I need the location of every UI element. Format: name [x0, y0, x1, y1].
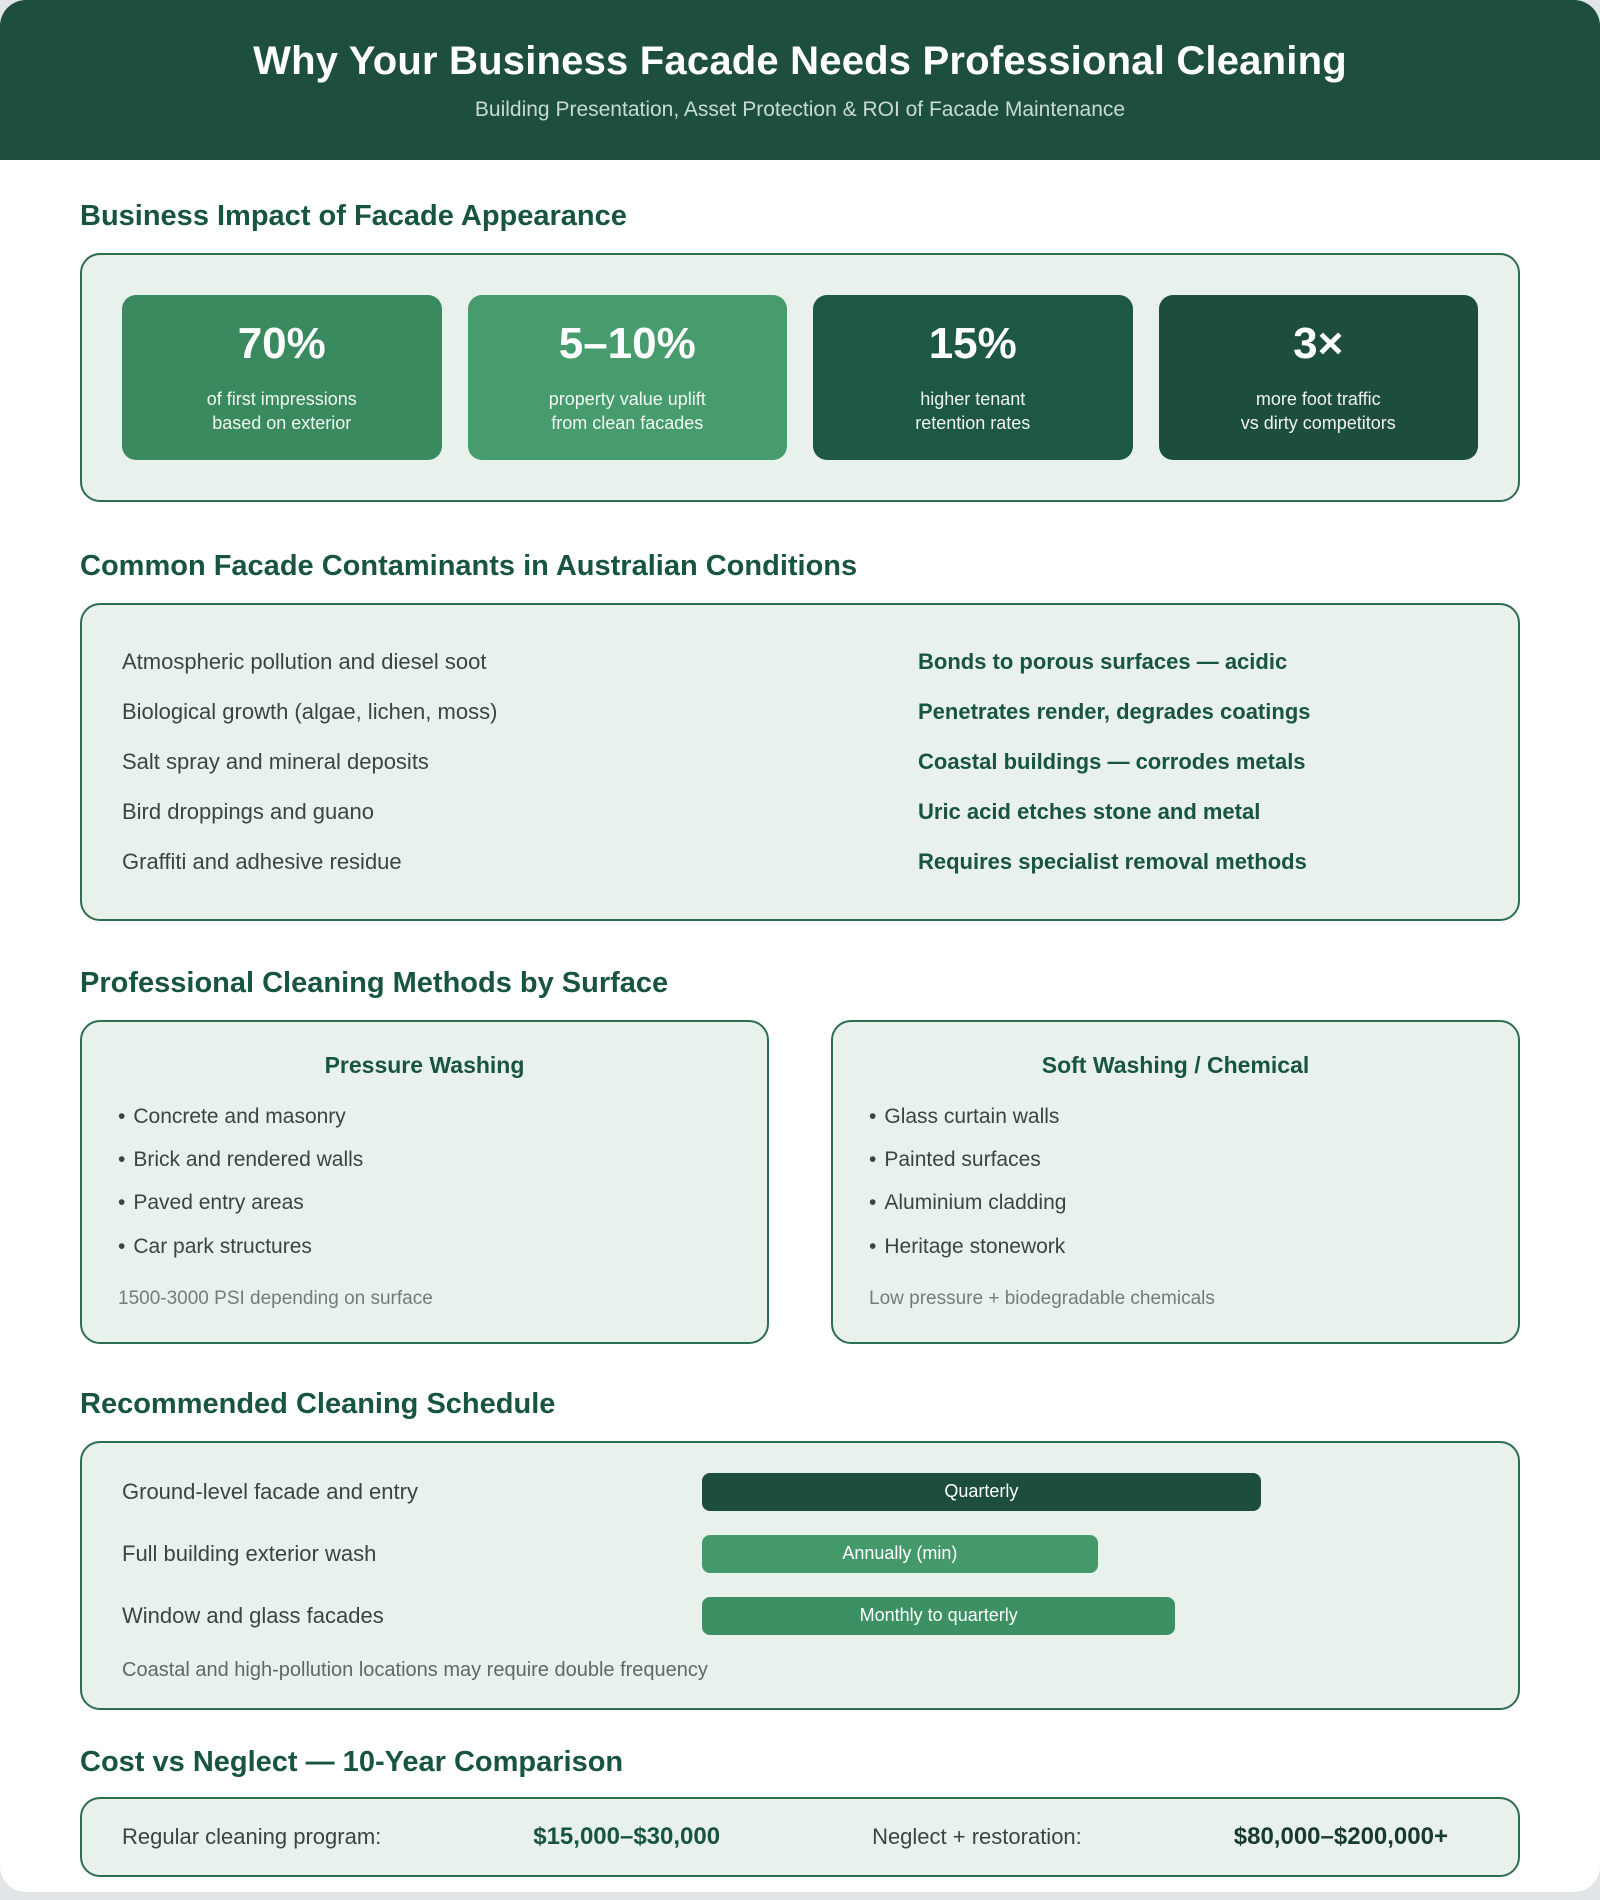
- stat-card-tenant-retention: 15% higher tenant retention rates: [813, 295, 1133, 460]
- method-item-text: Heritage stonework: [884, 1234, 1066, 1258]
- cost-neglect-label: Neglect + restoration:: [872, 1823, 1082, 1849]
- bullet-glyph: •: [118, 1104, 126, 1128]
- schedule-bar-monthly: Monthly to quarterly: [702, 1596, 1176, 1635]
- schedule-bar-area: Quarterly: [702, 1472, 1478, 1511]
- page-subtitle: Building Presentation, Asset Protection …: [474, 97, 1126, 121]
- schedule-bar-quarterly: Quarterly: [702, 1472, 1261, 1511]
- bullet-glyph: •: [118, 1234, 126, 1258]
- schedule-label: Full building exterior wash: [122, 1540, 377, 1566]
- contaminant-row: Biological growth (algae, lichen, moss) …: [122, 687, 1478, 737]
- method-item: • Concrete and masonry: [118, 1103, 731, 1130]
- impact-stats-panel: 70% of first impressions based on exteri…: [80, 253, 1520, 502]
- contaminant-name: Salt spray and mineral deposits: [122, 748, 429, 774]
- methods-grid: Pressure Washing • Concrete and masonry •…: [80, 1019, 1520, 1344]
- method-card-pressure-washing: Pressure Washing • Concrete and masonry •…: [80, 1019, 769, 1344]
- method-item-text: Aluminium cladding: [884, 1191, 1067, 1215]
- method-item-text: Paved entry areas: [133, 1191, 304, 1215]
- stat-value: 70%: [237, 319, 326, 368]
- stat-card-foot-traffic: 3× more foot traffic vs dirty competitor…: [1158, 295, 1478, 460]
- contaminant-effect: Requires specialist removal methods: [918, 848, 1307, 874]
- header-banner: Why Your Business Facade Needs Professio…: [0, 0, 1600, 160]
- method-item: • Aluminium cladding: [869, 1189, 1482, 1216]
- schedule-row: Full building exterior wash Annually (mi…: [122, 1534, 1478, 1573]
- stat-card-first-impressions: 70% of first impressions based on exteri…: [122, 295, 442, 460]
- method-item: • Heritage stonework: [869, 1233, 1482, 1260]
- contaminant-effect: Penetrates render, degrades coatings: [918, 698, 1311, 724]
- stat-label: of first impressions based on exterior: [136, 387, 428, 436]
- cost-regular-value: $15,000–$30,000: [533, 1822, 721, 1850]
- content-area: Business Impact of Facade Appearance 70%…: [0, 200, 1600, 1892]
- contaminant-name: Biological growth (algae, lichen, moss): [122, 698, 498, 724]
- bullet-glyph: •: [869, 1234, 877, 1258]
- method-item: • Car park structures: [118, 1233, 731, 1260]
- bullet-glyph: •: [869, 1148, 877, 1172]
- schedule-panel: Ground-level facade and entry Quarterly …: [80, 1440, 1520, 1710]
- method-note: 1500-3000 PSI depending on surface: [118, 1287, 433, 1309]
- method-item-text: Painted surfaces: [884, 1148, 1041, 1172]
- cost-neglect-value: $80,000–$200,000+: [1233, 1822, 1448, 1850]
- stat-label: more foot traffic vs dirty competitors: [1173, 387, 1465, 436]
- schedule-row: Ground-level facade and entry Quarterly: [122, 1472, 1478, 1511]
- cost-section-heading: Cost vs Neglect — 10-Year Comparison: [80, 1745, 624, 1778]
- stat-label: higher tenant retention rates: [827, 387, 1119, 436]
- stat-label-line2: retention rates: [915, 413, 1031, 434]
- stat-label-line1: more foot traffic: [1255, 389, 1381, 410]
- contaminant-row: Atmospheric pollution and diesel soot Bo…: [122, 637, 1478, 687]
- method-card-soft-washing: Soft Washing / Chemical • Glass curtain w…: [831, 1019, 1520, 1344]
- method-note: Low pressure + biodegradable chemicals: [869, 1287, 1215, 1309]
- contaminants-section-heading: Common Facade Contaminants in Australian…: [80, 549, 858, 582]
- stat-label-line2: vs dirty competitors: [1240, 413, 1396, 434]
- schedule-bar-annually: Annually (min): [702, 1534, 1098, 1573]
- method-item: • Paved entry areas: [118, 1189, 731, 1216]
- contaminant-name: Bird droppings and guano: [122, 798, 374, 824]
- stat-value: 5–10%: [558, 319, 696, 368]
- schedule-label: Ground-level facade and entry: [122, 1478, 418, 1504]
- contaminants-panel: Atmospheric pollution and diesel soot Bo…: [80, 602, 1520, 921]
- cost-panel: Regular cleaning program: $15,000–$30,00…: [80, 1796, 1520, 1877]
- method-item-text: Concrete and masonry: [133, 1104, 346, 1128]
- method-item: • Painted surfaces: [869, 1146, 1482, 1173]
- contaminant-effect: Coastal buildings — corrodes metals: [918, 748, 1306, 774]
- contaminant-name: Graffiti and adhesive residue: [122, 848, 402, 874]
- method-item: • Glass curtain walls: [869, 1103, 1482, 1130]
- contaminant-row: Salt spray and mineral deposits Coastal …: [122, 737, 1478, 787]
- method-item-text: Glass curtain walls: [884, 1104, 1060, 1128]
- contaminant-row: Bird droppings and guano Uric acid etche…: [122, 787, 1478, 837]
- contaminant-effect: Bonds to porous surfaces — acidic: [918, 648, 1288, 674]
- schedule-bar-area: Monthly to quarterly: [702, 1596, 1478, 1635]
- stat-label: property value uplift from clean facades: [482, 387, 774, 436]
- methods-section-heading: Professional Cleaning Methods by Surface: [80, 966, 669, 999]
- bullet-glyph: •: [118, 1191, 126, 1215]
- contaminant-effect: Uric acid etches stone and metal: [918, 798, 1261, 824]
- schedule-label: Window and glass facades: [122, 1602, 384, 1628]
- schedule-row: Window and glass facades Monthly to quar…: [122, 1596, 1478, 1635]
- stat-label-line1: property value uplift: [548, 389, 706, 410]
- impact-section-heading: Business Impact of Facade Appearance: [80, 200, 627, 232]
- page-title: Why Your Business Facade Needs Professio…: [253, 38, 1347, 83]
- stat-label-line1: higher tenant: [920, 389, 1026, 410]
- schedule-bar-area: Annually (min): [702, 1534, 1478, 1573]
- bullet-glyph: •: [869, 1191, 877, 1215]
- contaminant-row: Graffiti and adhesive residue Requires s…: [122, 837, 1478, 887]
- stat-value: 3×: [1293, 319, 1344, 368]
- schedule-note: Coastal and high-pollution locations may…: [122, 1658, 708, 1681]
- stat-label-line1: of first impressions: [206, 389, 357, 410]
- method-item: • Brick and rendered walls: [118, 1146, 731, 1173]
- bullet-glyph: •: [118, 1148, 126, 1172]
- stat-label-line2: based on exterior: [212, 413, 352, 434]
- method-item-text: Brick and rendered walls: [133, 1148, 364, 1172]
- contaminant-name: Atmospheric pollution and diesel soot: [122, 648, 487, 674]
- method-item-text: Car park structures: [133, 1234, 312, 1258]
- schedule-section-heading: Recommended Cleaning Schedule: [80, 1387, 556, 1420]
- stat-card-property-value: 5–10% property value uplift from clean f…: [467, 295, 787, 460]
- stat-label-line2: from clean facades: [551, 413, 704, 434]
- method-title: Pressure Washing: [324, 1051, 525, 1078]
- stat-value: 15%: [928, 319, 1017, 368]
- method-title: Soft Washing / Chemical: [1041, 1051, 1310, 1078]
- cost-regular-label: Regular cleaning program:: [122, 1823, 382, 1849]
- bullet-glyph: •: [869, 1104, 877, 1128]
